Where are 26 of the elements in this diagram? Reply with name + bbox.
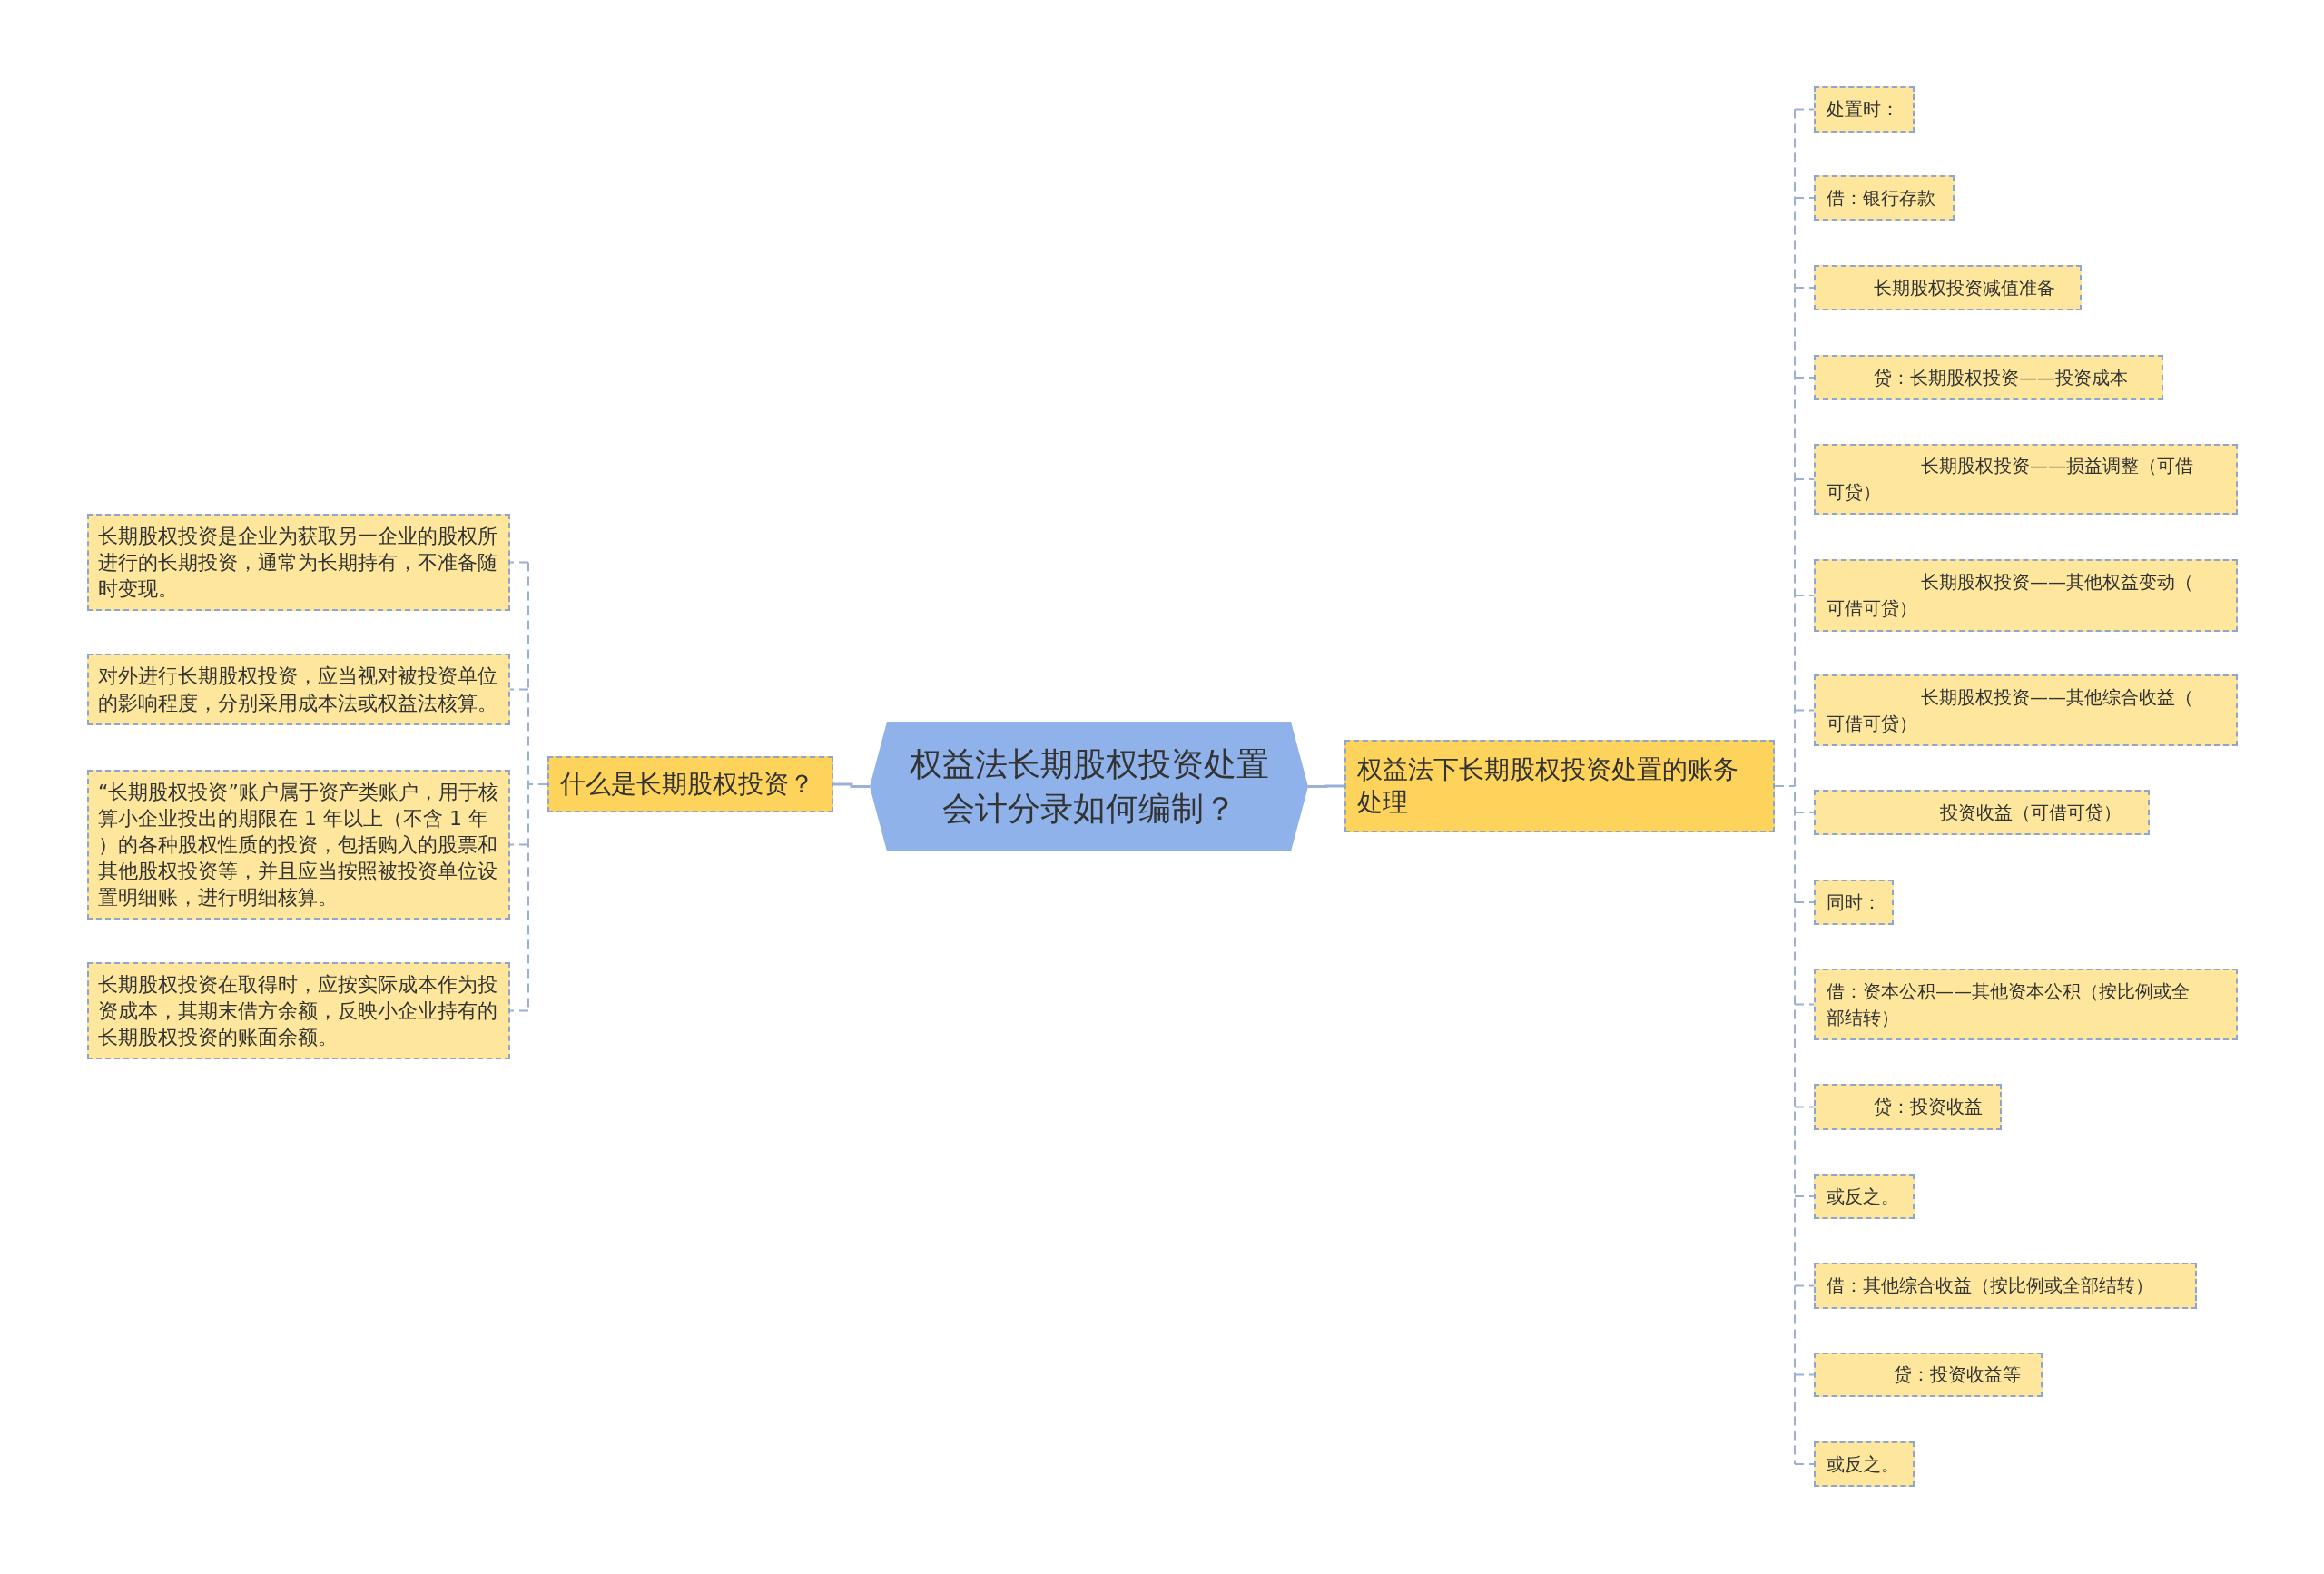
connector-line	[833, 782, 870, 788]
note-box: 贷：投资收益	[1814, 1084, 2002, 1130]
note-box: 或反之。	[1814, 1441, 1915, 1487]
connector-line	[1308, 784, 1344, 788]
topic-hexagon: 权益法长期股权投资处置会计分录如何编制？	[870, 722, 1308, 851]
note-box: 处置时：	[1814, 86, 1915, 133]
note-box: 同时：	[1814, 880, 1894, 925]
note-box: 长期股权投资——其他权益变动（可借可贷）	[1814, 559, 2238, 632]
note-box: “长期股权投资”账户属于资产类账户，用于核算小企业投出的期限在 1 年以上（不含 1 年）的各种股权性质的投资，包括购入的股票和其他股权投资等，并且应当按照被投资单位设置明细账，进行明细核算。	[87, 770, 510, 920]
note-box: 借：资本公积——其他资本公积（按比例或全部结转）	[1814, 969, 2238, 1040]
note-box: 长期股权投资减值准备	[1814, 265, 2082, 310]
connector-line	[509, 561, 548, 1012]
note-box: 借：银行存款	[1814, 175, 1955, 221]
note-box: 长期股权投资在取得时，应按实际成本作为投资成本，其期末借方余额，反映小企业持有的长期股权投资的账面余额。	[87, 962, 510, 1059]
note-box: 对外进行长期股权投资，应当视对被投资单位的影响程度，分别采用成本法或权益法核算。	[87, 654, 510, 725]
note-box: 或反之。	[1814, 1174, 1915, 1219]
note-box: 长期股权投资——损益调整（可借可贷）	[1814, 444, 2238, 515]
note-box: 长期股权投资——其他综合收益（可借可贷）	[1814, 674, 2238, 746]
note-box: 投资收益（可借可贷）	[1814, 790, 2150, 835]
topic-box: 什么是长期股权投资？	[547, 756, 833, 812]
note-box: 贷：投资收益等	[1814, 1353, 2043, 1397]
note-box: 借：其他综合收益（按比例或全部结转）	[1814, 1263, 2197, 1309]
note-box: 长期股权投资是企业为获取另一企业的股权所进行的长期投资，通常为长期持有，不准备随时变现。	[87, 514, 510, 611]
connector-line	[1774, 108, 1815, 1465]
note-box: 贷：长期股权投资——投资成本	[1814, 355, 2163, 400]
topic-box: 权益法下长期股权投资处置的账务处理	[1344, 740, 1775, 832]
